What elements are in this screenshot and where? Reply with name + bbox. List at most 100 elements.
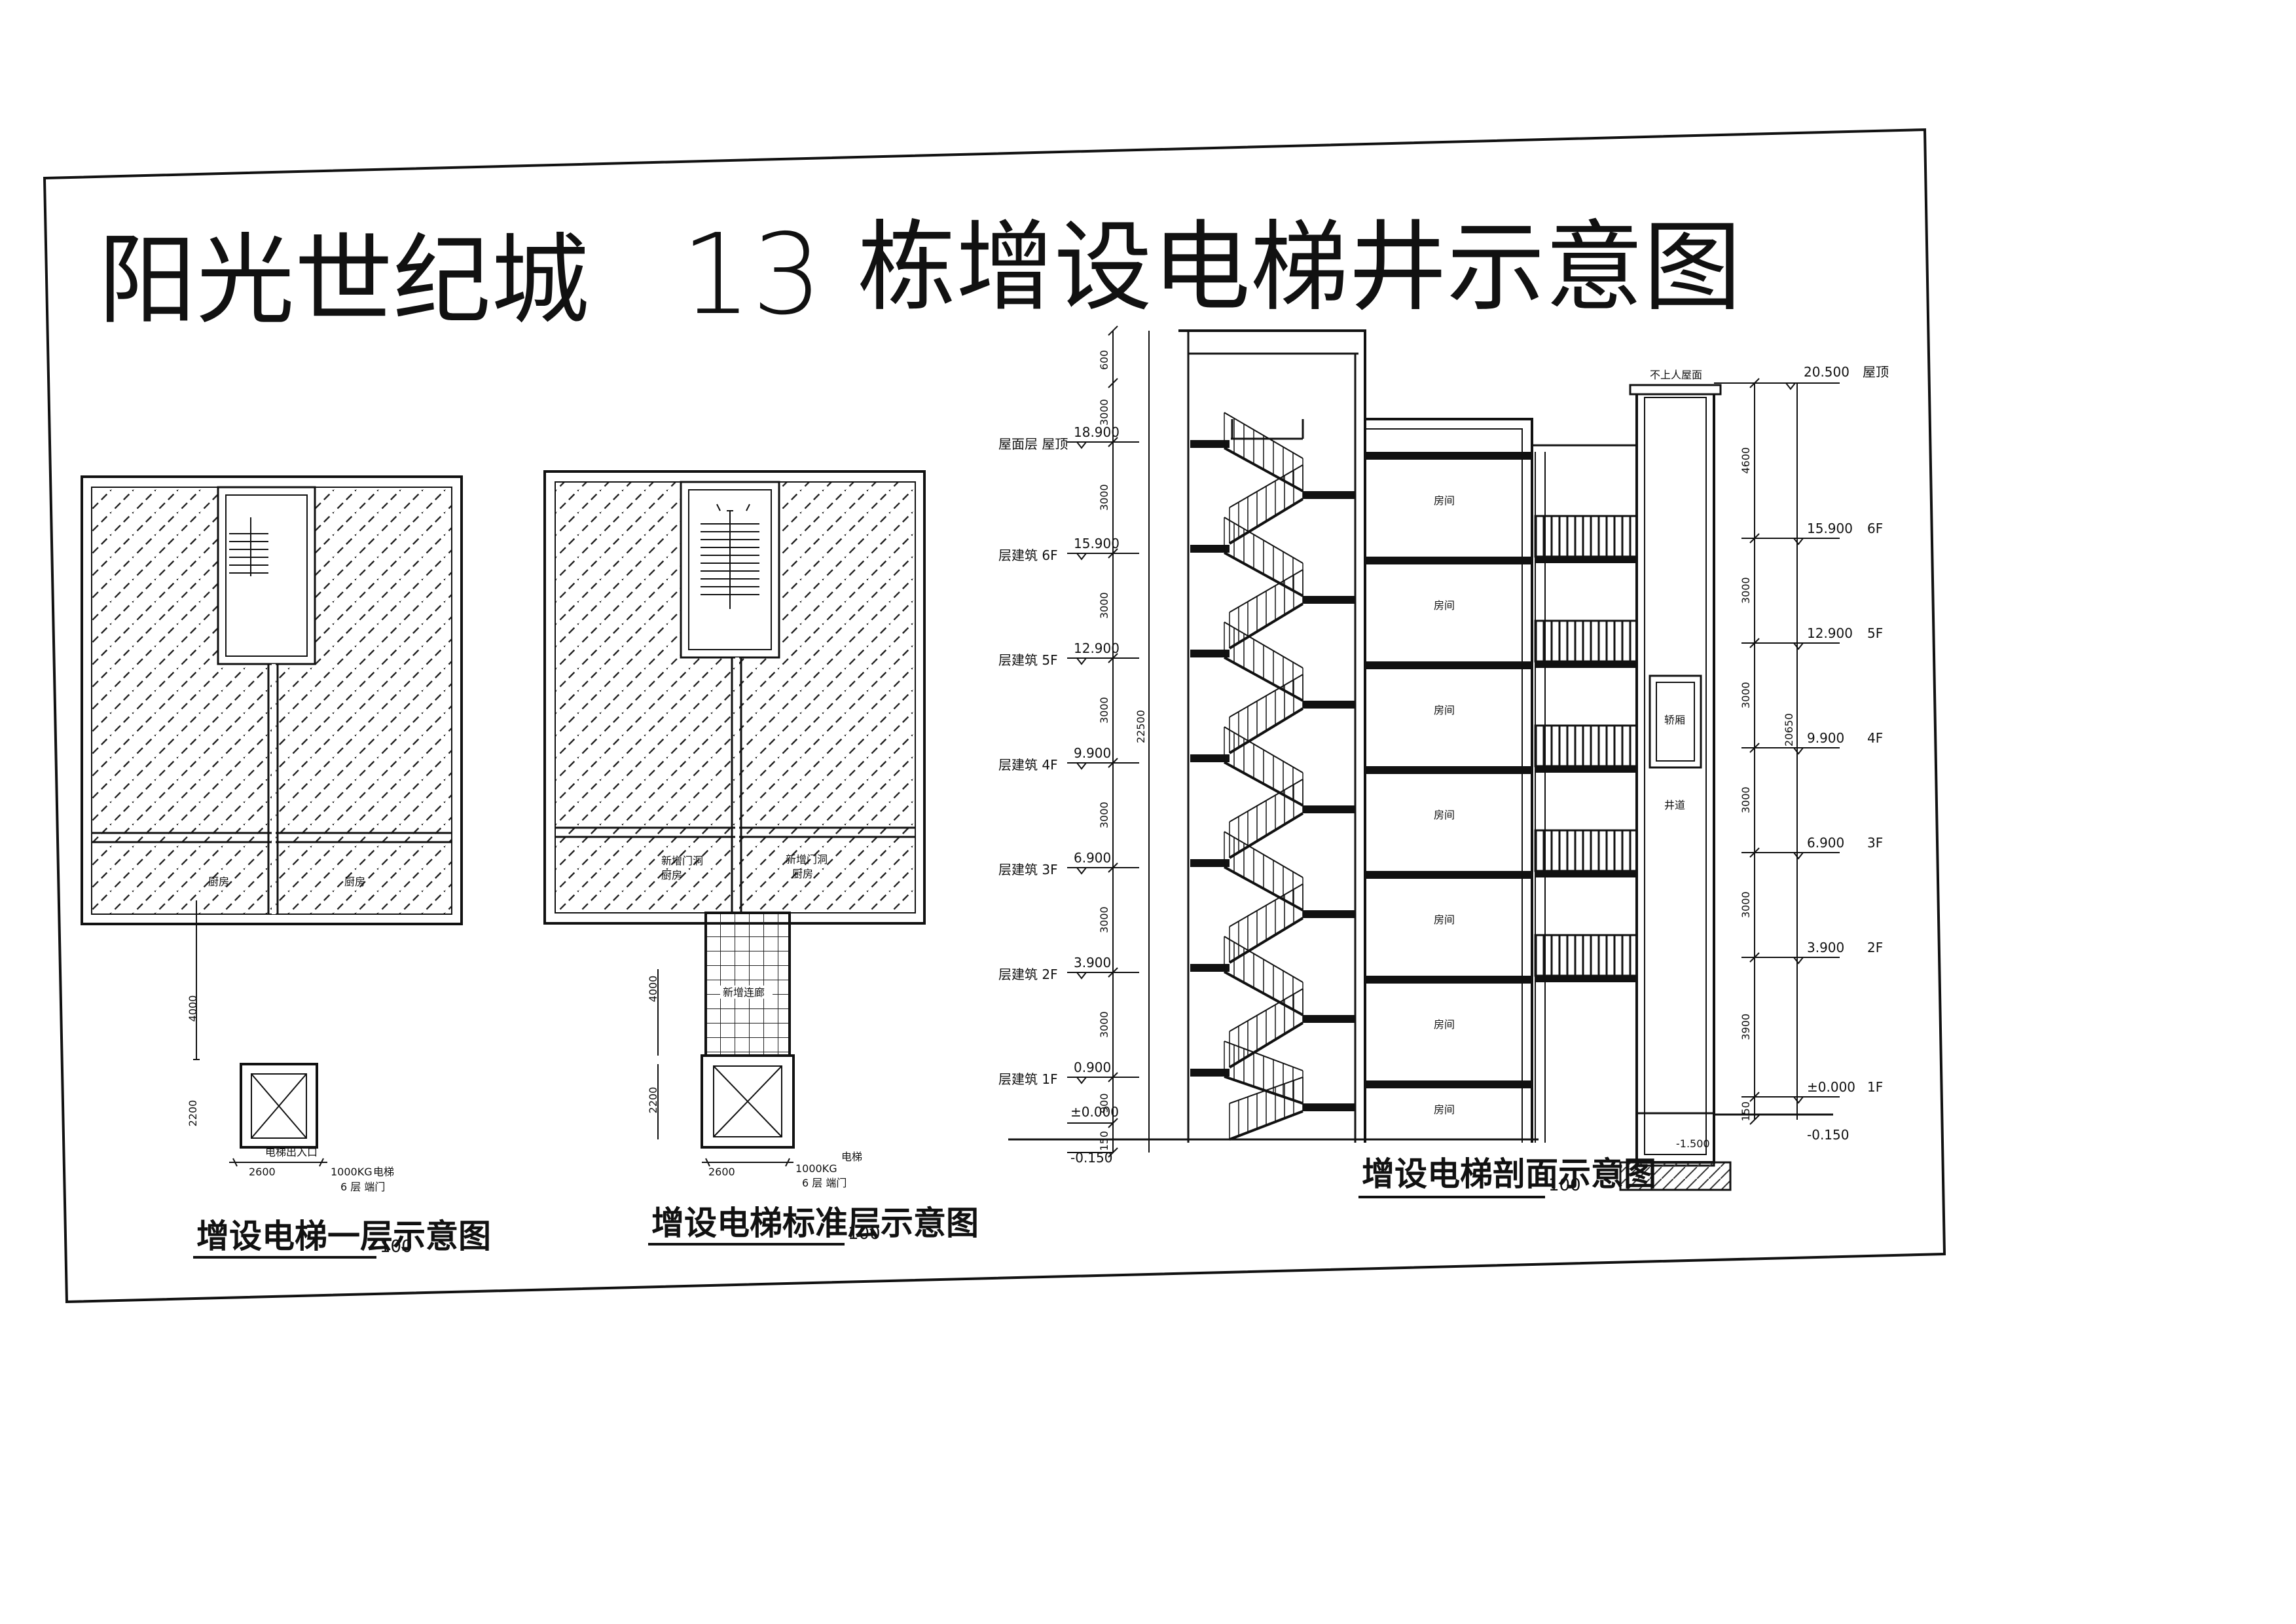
corridor-column: [1535, 452, 1546, 1143]
plan2-corridor: 新增连廊: [704, 912, 791, 1057]
stair-symbol: [229, 517, 268, 576]
right-level-value: 15.900: [1807, 521, 1853, 536]
plan2-elevator-shaft: [701, 1054, 795, 1149]
right-level-marker: [1741, 1096, 1840, 1104]
left-level-marker: [1067, 553, 1139, 561]
right-level-name: 5F: [1867, 625, 1883, 641]
stair-landing: [1303, 701, 1355, 709]
right-level-value: 6.900: [1807, 835, 1844, 851]
left-level-label: 层建筑 1F: [998, 1071, 1058, 1087]
corridor-slab: [1535, 976, 1637, 982]
right-dim-total: 20650: [1783, 713, 1795, 747]
room-label: 房间: [1434, 913, 1455, 926]
section-scale: 100: [1548, 1175, 1581, 1195]
left-dim-value: 3000: [1098, 1011, 1110, 1038]
left-level-marker: [1067, 1077, 1139, 1084]
left-dim-tick: [1108, 1072, 1118, 1082]
left-level-marker: [1067, 762, 1139, 770]
plan1-dim-shaft-width: 2600: [249, 1166, 276, 1178]
right-level-marker: [1741, 642, 1840, 650]
left-level-value: 12.900: [1074, 640, 1120, 656]
elevator-car: [1649, 674, 1702, 769]
plan1-elevator-shaft: [240, 1063, 318, 1149]
right-dim-value: 3000: [1740, 786, 1752, 813]
left-level-value: 15.900: [1074, 536, 1120, 551]
section-corridor-links: [1534, 452, 1638, 1143]
left-dim-tick: [1108, 862, 1118, 873]
shaft-foundation: [1619, 1161, 1732, 1191]
right-dim-value: 3900: [1740, 1014, 1752, 1041]
room-label: 房间: [1434, 494, 1455, 507]
room-label: 房间: [1434, 809, 1455, 821]
left-dim-tick: [1108, 758, 1118, 768]
right-level-name: 1F: [1867, 1079, 1883, 1095]
left-dim-value: 3000: [1098, 592, 1110, 619]
stair-landing: [1190, 545, 1230, 553]
stair-landing: [1303, 1103, 1355, 1111]
stair-landing: [1303, 805, 1355, 813]
room-label: 房间: [1434, 1018, 1455, 1031]
corridor-slab: [1535, 661, 1637, 668]
plan2-dim-shaft-depth: 2200: [647, 1087, 659, 1114]
plan2-scale: 100: [848, 1224, 881, 1244]
right-level-value: 9.900: [1807, 730, 1844, 746]
right-top-label: 不上人屋面: [1650, 369, 1702, 381]
right-dim-tick: [1749, 638, 1760, 648]
right-dim-tick: [1749, 847, 1760, 858]
left-dim-value: 3000: [1098, 802, 1110, 828]
room-floor-slab: [1365, 661, 1532, 669]
left-dim-total: 22500: [1135, 710, 1147, 743]
room-floor-slab: [1365, 557, 1532, 564]
right-top-name: 屋顶: [1863, 364, 1889, 380]
right-dim-tick: [1749, 743, 1760, 753]
left-dim-tick: [1108, 325, 1118, 336]
project-name: 阳光世纪城: [98, 224, 589, 338]
plan1-room-label-left: 厨房: [208, 876, 229, 888]
left-dim-value: 3000: [1098, 484, 1110, 511]
room-label: 房间: [1434, 1103, 1455, 1116]
plan2-dim-shaft-width: 2600: [708, 1166, 735, 1178]
stair-landing: [1303, 910, 1355, 918]
right-dim-value: 4600: [1740, 447, 1752, 474]
right-level-value: 3.900: [1807, 940, 1844, 955]
right-level-marker: [1741, 747, 1840, 755]
right-level-name: 4F: [1867, 730, 1883, 746]
corridor-slab: [1535, 557, 1637, 563]
left-dim-value: 3000: [1098, 697, 1110, 724]
corridor-railing: [1534, 934, 1638, 977]
plan-standard-floor: 新增门洞 厨房 新增门洞 厨房 新增连廊 4000 2200 2600 1000…: [543, 470, 979, 1246]
plan1-elevator-label: 电梯: [373, 1166, 394, 1178]
left-dim-tick: [1108, 1118, 1118, 1128]
room-floor-slab: [1365, 871, 1532, 879]
left-dim-tick: [1108, 1147, 1118, 1158]
plan2-new-door-left: 新增门洞: [661, 855, 703, 867]
left-level-marker: [1067, 867, 1139, 875]
section-stair-core: [1178, 329, 1366, 1143]
left-level-value: 0.900: [1074, 1060, 1111, 1075]
right-base-value: -0.150: [1807, 1127, 1849, 1143]
right-dim-tick: [1749, 1115, 1760, 1125]
right-level-name: 3F: [1867, 835, 1883, 851]
right-dim-value: 3000: [1740, 891, 1752, 918]
left-level-label: 层建筑 3F: [998, 862, 1058, 877]
left-dim-tick: [1108, 967, 1118, 978]
stair-landing: [1190, 650, 1230, 657]
left-level-label: 屋面层 屋顶: [998, 436, 1068, 452]
left-dim-value: 150: [1098, 1131, 1110, 1151]
left-level-marker: [1067, 972, 1139, 980]
building-number: 13: [681, 210, 822, 340]
right-dim-line: [1754, 383, 1798, 1120]
stair-landing: [1303, 596, 1355, 604]
left-level-value: 6.900: [1074, 850, 1111, 866]
left-dim-value: 3000: [1098, 906, 1110, 933]
left-level-value: 18.900: [1074, 424, 1120, 440]
shaft-label: 井道: [1664, 799, 1685, 811]
left-dim-tick: [1108, 653, 1118, 663]
left-level-marker: [1067, 657, 1139, 665]
right-level-marker: [1741, 538, 1840, 545]
right-dim-value: 150: [1740, 1101, 1752, 1122]
